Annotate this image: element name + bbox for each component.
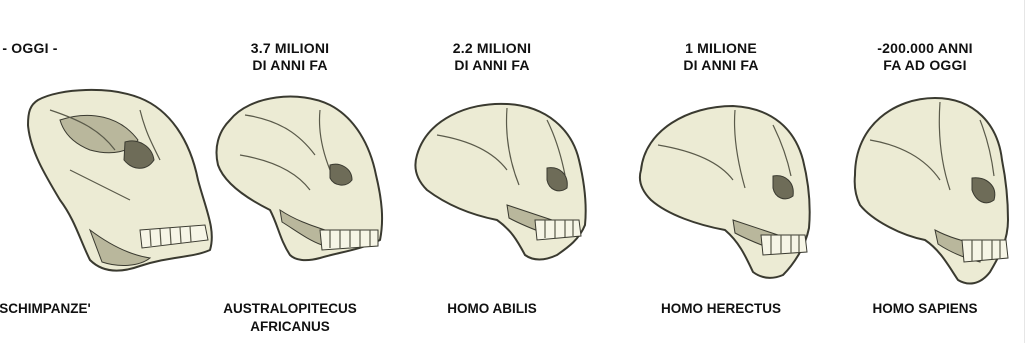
species-label: AUSTRALOPITECUS AFRICANUS — [190, 300, 390, 336]
species-label: SCHIMPANZE' — [0, 300, 145, 318]
era-label: 3.7 MILIONI DI ANNI FA — [190, 40, 390, 74]
stage-chimpanzee: - OGGI - SCHIMPANZE' — [15, 0, 215, 343]
era-label: 2.2 MILIONI DI ANNI FA — [392, 40, 592, 74]
homo-sapiens-skull-illustration — [840, 80, 1029, 290]
era-label: -200.000 ANNI FA AD OGGI — [830, 40, 1020, 74]
species-label: HOMO ABILIS — [392, 300, 592, 318]
homo-habilis-skull-illustration — [407, 80, 607, 280]
stage-homo-habilis: 2.2 MILIONI DI ANNI FA HOMO ABILIS — [392, 0, 592, 343]
stage-homo-erectus: 1 MILIONE DI ANNI FA HOMO HERECTUS — [621, 0, 821, 343]
species-label: HOMO SAPIENS — [830, 300, 1020, 318]
era-label: - OGGI - — [0, 40, 130, 57]
era-label: 1 MILIONE DI ANNI FA — [621, 40, 821, 74]
stage-australopithecus: 3.7 MILIONI DI ANNI FA AUSTRALOPITECUS A… — [190, 0, 390, 343]
species-label: HOMO HERECTUS — [621, 300, 821, 318]
australopithecus-skull-illustration — [200, 80, 400, 280]
homo-erectus-skull-illustration — [633, 80, 833, 280]
stage-homo-sapiens: -200.000 ANNI FA AD OGGI HOMO SAPIENS — [830, 0, 1020, 343]
